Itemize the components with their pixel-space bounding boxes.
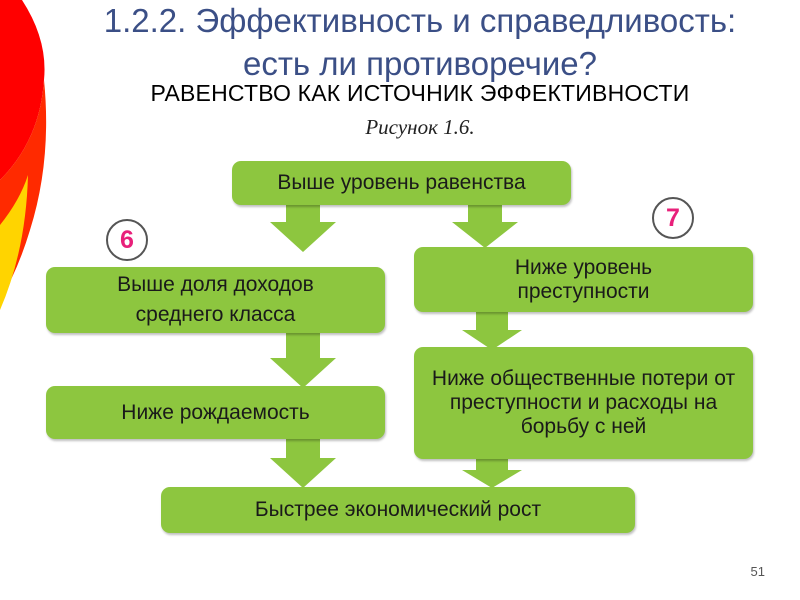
box-lower-crime: Ниже уровень преступности [414, 247, 753, 312]
box-middle-class-income: Выше доля доходов среднего класса [46, 267, 385, 333]
arrow-middle-class-to-birthrate [270, 332, 336, 388]
arrow-birthrate-to-growth [270, 438, 336, 488]
page-number: 51 [751, 564, 765, 579]
number-badge-6: 6 [106, 219, 148, 261]
box-faster-growth: Быстрее экономический рост [161, 487, 635, 533]
box-higher-equality: Выше уровень равенства [232, 161, 571, 205]
box-lower-birthrate: Ниже рождаемость [46, 386, 385, 439]
box-lower-crime-losses: Ниже общественные потери от преступности… [414, 347, 753, 459]
arrow-crime-to-losses [462, 312, 522, 350]
number-badge-7: 7 [652, 197, 694, 239]
arrow-equality-to-crime [452, 202, 518, 248]
arrow-losses-to-growth [462, 458, 522, 488]
arrow-equality-to-middle-class [270, 202, 336, 252]
